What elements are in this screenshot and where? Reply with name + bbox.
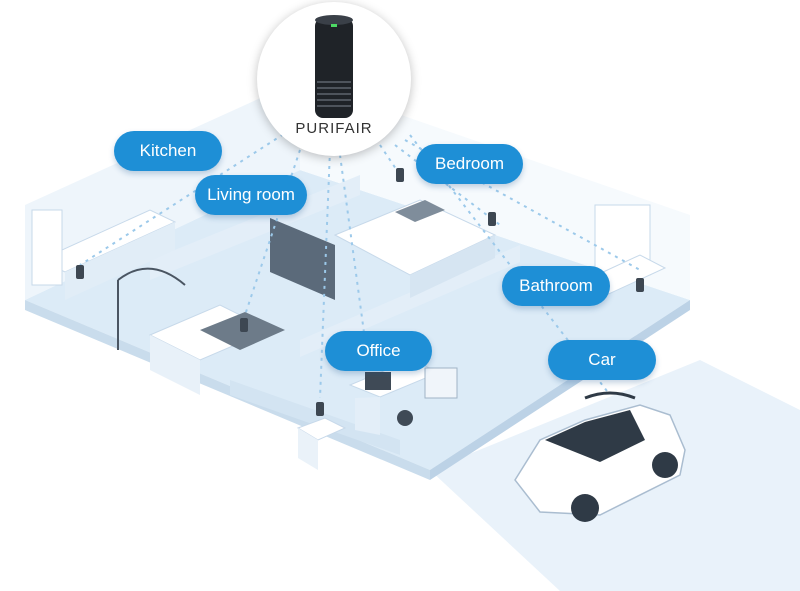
cabinet-top	[296, 417, 347, 441]
office-desk-side	[355, 397, 380, 435]
air-purifier-icon	[315, 15, 353, 118]
brand-name: PURIFAIR	[295, 120, 373, 137]
label-office: Office	[325, 331, 432, 371]
back-right-wall	[300, 80, 690, 300]
airflow-arrow-icon	[584, 391, 636, 400]
partition-wall	[300, 245, 520, 357]
cabinet-front	[298, 428, 318, 470]
label-bedroom: Bedroom	[416, 144, 523, 184]
label-car: Car	[548, 340, 656, 380]
label-living-room: Living room	[195, 175, 307, 215]
television	[270, 218, 335, 300]
car-windows	[545, 410, 645, 462]
pillow	[395, 200, 445, 222]
car-wheel	[571, 494, 599, 522]
car	[514, 391, 686, 522]
fridge	[31, 209, 63, 286]
printer	[424, 367, 458, 399]
sofa-front	[150, 335, 200, 395]
monitor	[365, 372, 391, 390]
partition-wall	[230, 380, 400, 455]
kitchen-counter-front	[65, 222, 175, 300]
bed-side	[410, 235, 495, 298]
floor-lamp-arm	[117, 267, 186, 286]
product-badge: PURIFAIR	[257, 2, 411, 156]
mini-purifiers	[76, 168, 644, 416]
office-chair	[397, 410, 413, 426]
label-bathroom: Bathroom	[502, 266, 610, 306]
car-wheel	[652, 452, 678, 478]
label-kitchen: Kitchen	[114, 131, 222, 171]
partition-wall	[150, 175, 360, 280]
